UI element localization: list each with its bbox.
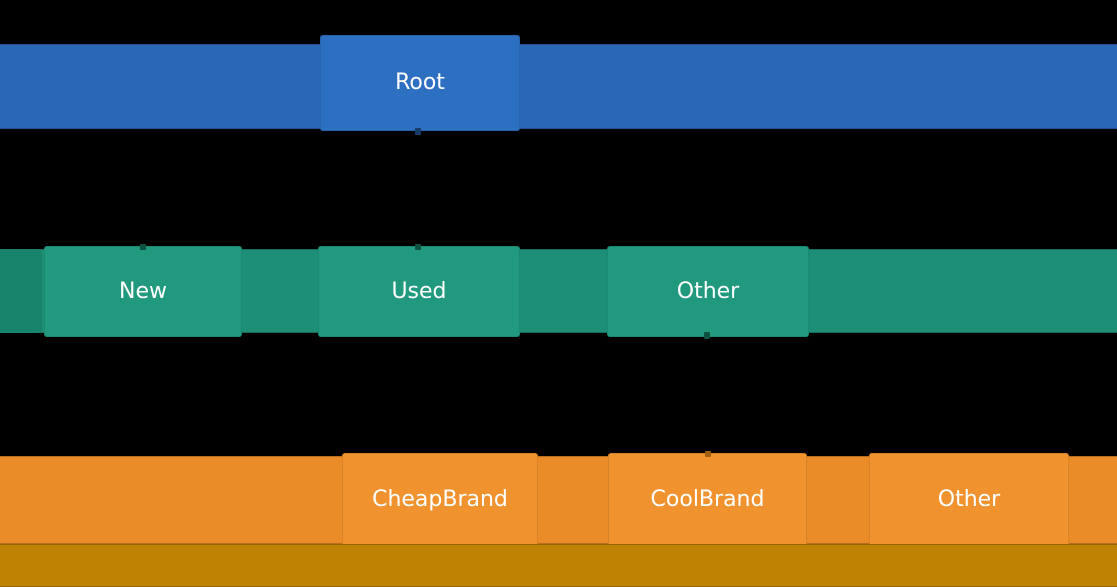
node-other-depth2-label: Other — [937, 487, 1001, 512]
coolbrand-parent-connector-nub — [705, 451, 711, 457]
node-coolbrand[interactable]: CoolBrand — [608, 453, 807, 547]
other-depth1-child-connector-nub — [704, 332, 710, 339]
node-used[interactable]: Used — [318, 246, 520, 337]
node-new[interactable]: New — [44, 246, 242, 337]
node-other-depth1[interactable]: Other — [607, 246, 809, 337]
node-coolbrand-label: CoolBrand — [650, 487, 765, 512]
node-new-label: New — [119, 278, 167, 304]
node-cheapbrand[interactable]: CheapBrand — [342, 453, 538, 547]
node-root[interactable]: Root — [320, 35, 520, 131]
depth-0-band — [0, 44, 1117, 129]
node-root-label: Root — [395, 70, 445, 95]
new-parent-connector-nub — [140, 244, 146, 250]
node-other-depth1-label: Other — [676, 278, 740, 304]
node-other-depth2[interactable]: Other — [869, 453, 1069, 547]
root-child-connector-nub — [415, 128, 421, 135]
depth-1-left-cap — [0, 249, 42, 333]
used-parent-connector-nub — [415, 244, 421, 250]
depth-3-band — [0, 544, 1117, 587]
node-cheapbrand-label: CheapBrand — [372, 487, 508, 512]
node-used-label: Used — [391, 278, 447, 304]
